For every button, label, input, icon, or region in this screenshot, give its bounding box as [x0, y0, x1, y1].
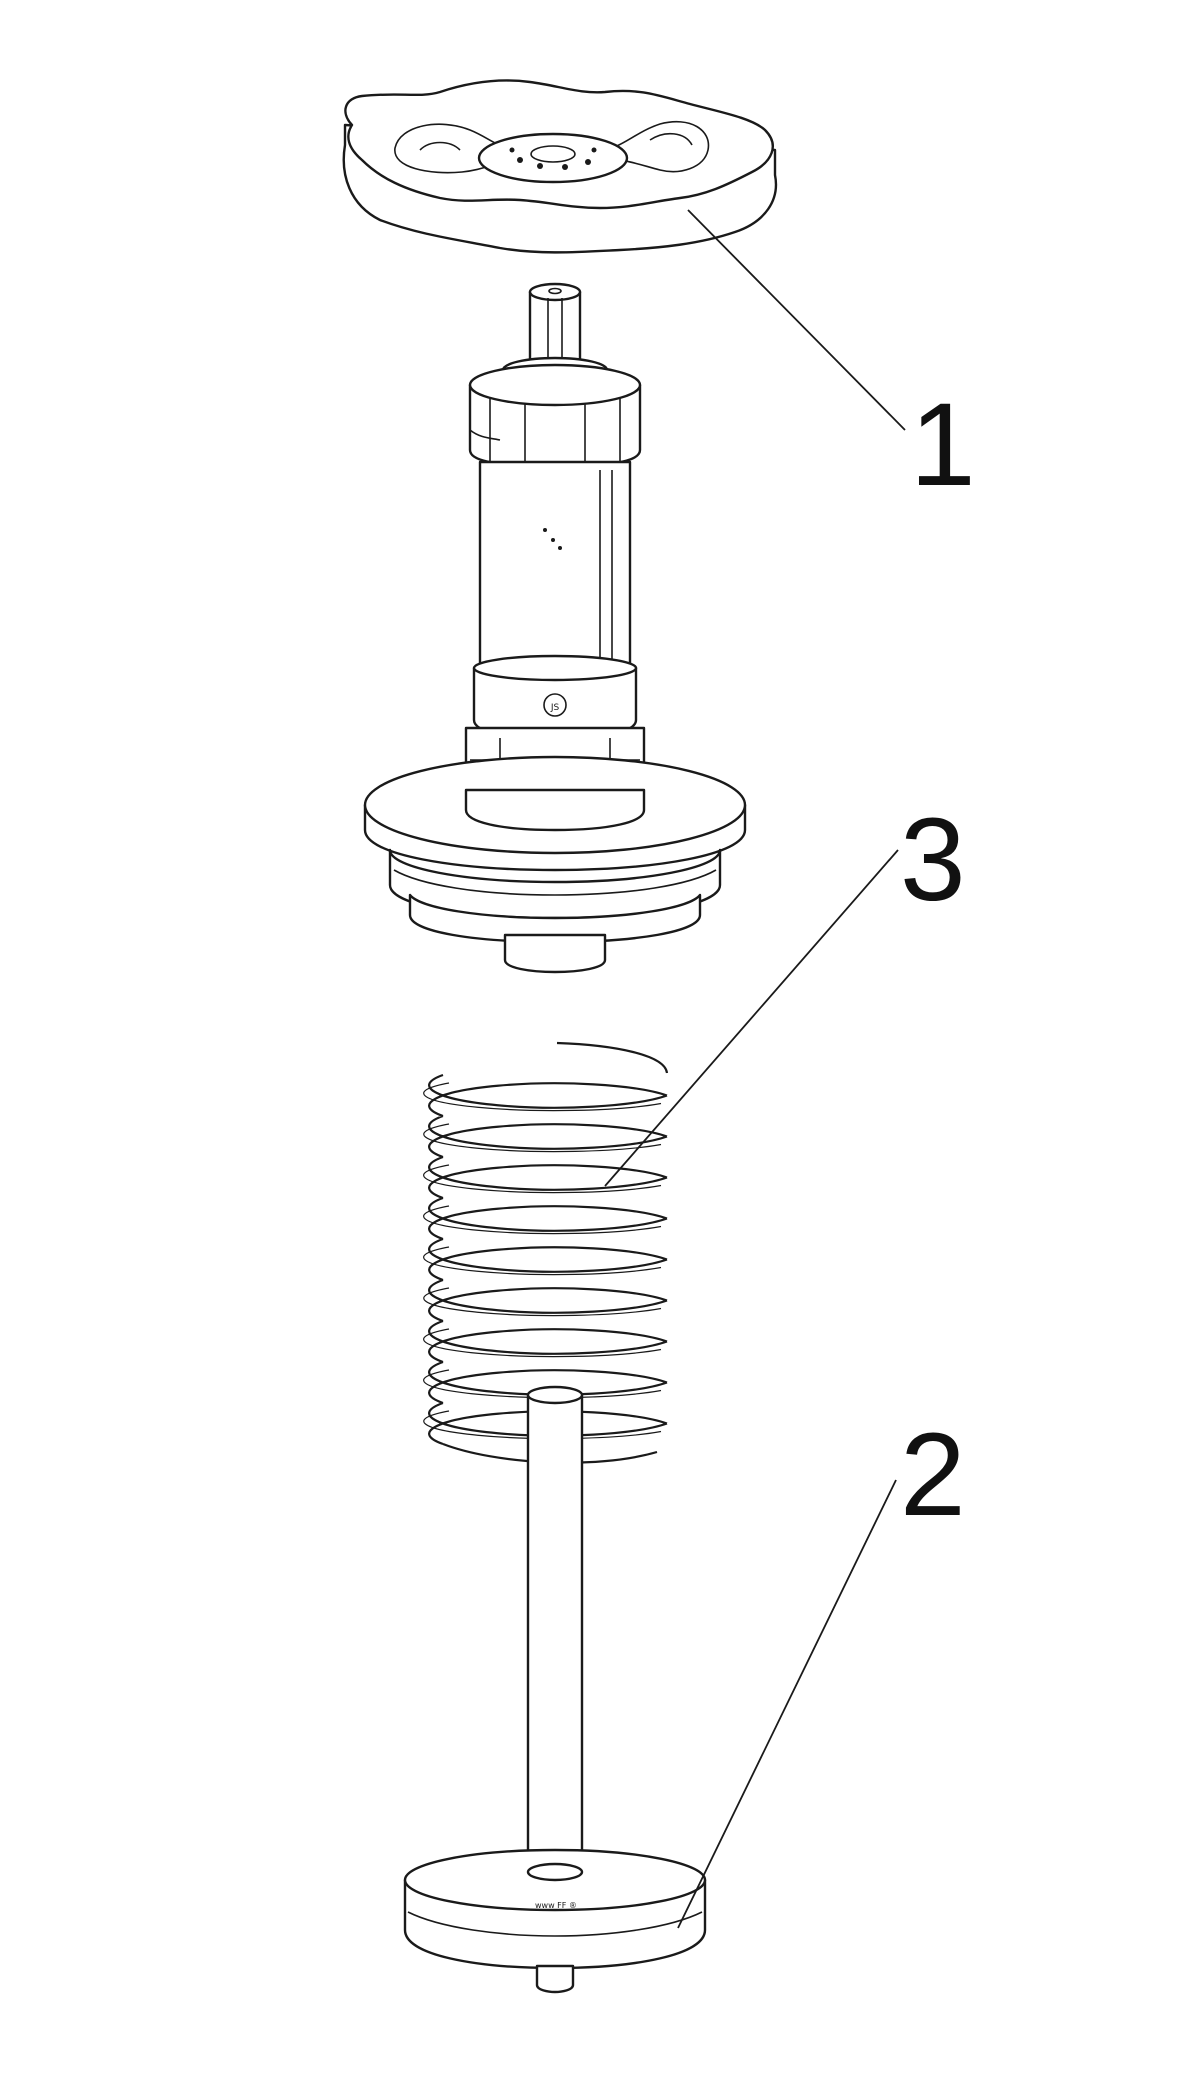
- leader-line-3: [604, 849, 899, 1187]
- spring-coil-inner: [423, 1082, 662, 1440]
- callout-2-label: 2: [900, 1409, 966, 1541]
- spindle-assembly: JS: [363, 282, 747, 974]
- callout-1-label: 1: [910, 379, 976, 511]
- leader-line-1: [687, 209, 906, 431]
- spring-top-end: [556, 1041, 669, 1074]
- svg-text:JS: JS: [550, 703, 560, 713]
- svg-text:www FF ®: www FF ®: [535, 1901, 577, 1910]
- leader-line-2: [677, 1479, 897, 1929]
- valve-disc-part: www FF ®: [403, 1385, 707, 1994]
- spring-coil-outer: [428, 1073, 668, 1446]
- callout-3-label: 3: [900, 794, 966, 926]
- spring-part: [423, 1041, 669, 1464]
- handwheel-part: [342, 79, 778, 254]
